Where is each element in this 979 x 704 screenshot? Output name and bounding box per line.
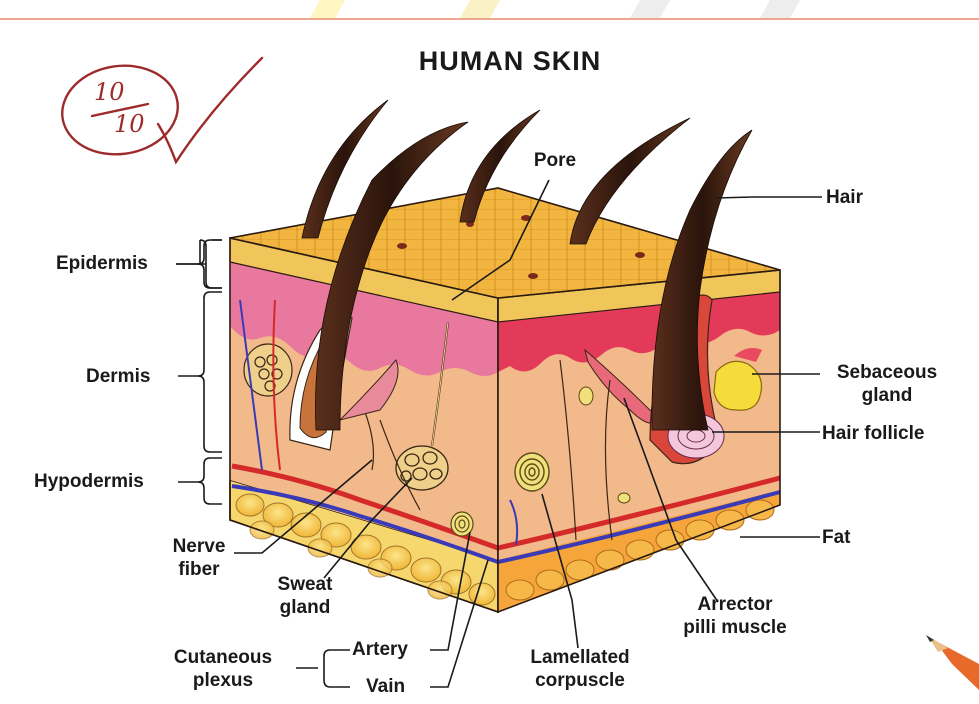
- label-epidermis: Epidermis: [56, 253, 148, 275]
- label-hair-follicle: Hair follicle: [822, 423, 924, 445]
- label-lamellated-line2: corpuscle: [510, 670, 650, 692]
- score-denominator: 10: [114, 110, 145, 138]
- label-lamellated-line1: Lamellated: [510, 647, 650, 669]
- label-nerve-line2: fiber: [154, 559, 244, 581]
- label-sweat-line2: gland: [260, 597, 350, 619]
- score-numerator: 10: [94, 78, 125, 106]
- pencil-icon: [926, 635, 979, 690]
- score-mark: [56, 58, 262, 162]
- label-vain: Vain: [366, 676, 405, 698]
- label-dermis: Dermis: [86, 366, 150, 388]
- front-face: [230, 238, 498, 612]
- label-hypodermis: Hypodermis: [34, 471, 144, 493]
- label-artery: Artery: [352, 639, 408, 661]
- label-pore: Pore: [520, 150, 590, 172]
- label-sebaceous-line2: gland: [812, 385, 962, 407]
- diagram-title: HUMAN SKIN: [360, 46, 660, 77]
- label-nerve-line1: Nerve: [154, 536, 244, 558]
- label-fat: Fat: [822, 527, 851, 549]
- label-sweat-line1: Sweat: [260, 574, 350, 596]
- label-cutaneous-line1: Cutaneous: [150, 647, 296, 669]
- label-hair: Hair: [826, 187, 863, 209]
- label-sebaceous-line1: Sebaceous: [812, 362, 962, 384]
- label-arrector-line2: pilli muscle: [660, 617, 810, 639]
- label-arrector-line1: Arrector: [660, 594, 810, 616]
- label-cutaneous-line2: plexus: [150, 670, 296, 692]
